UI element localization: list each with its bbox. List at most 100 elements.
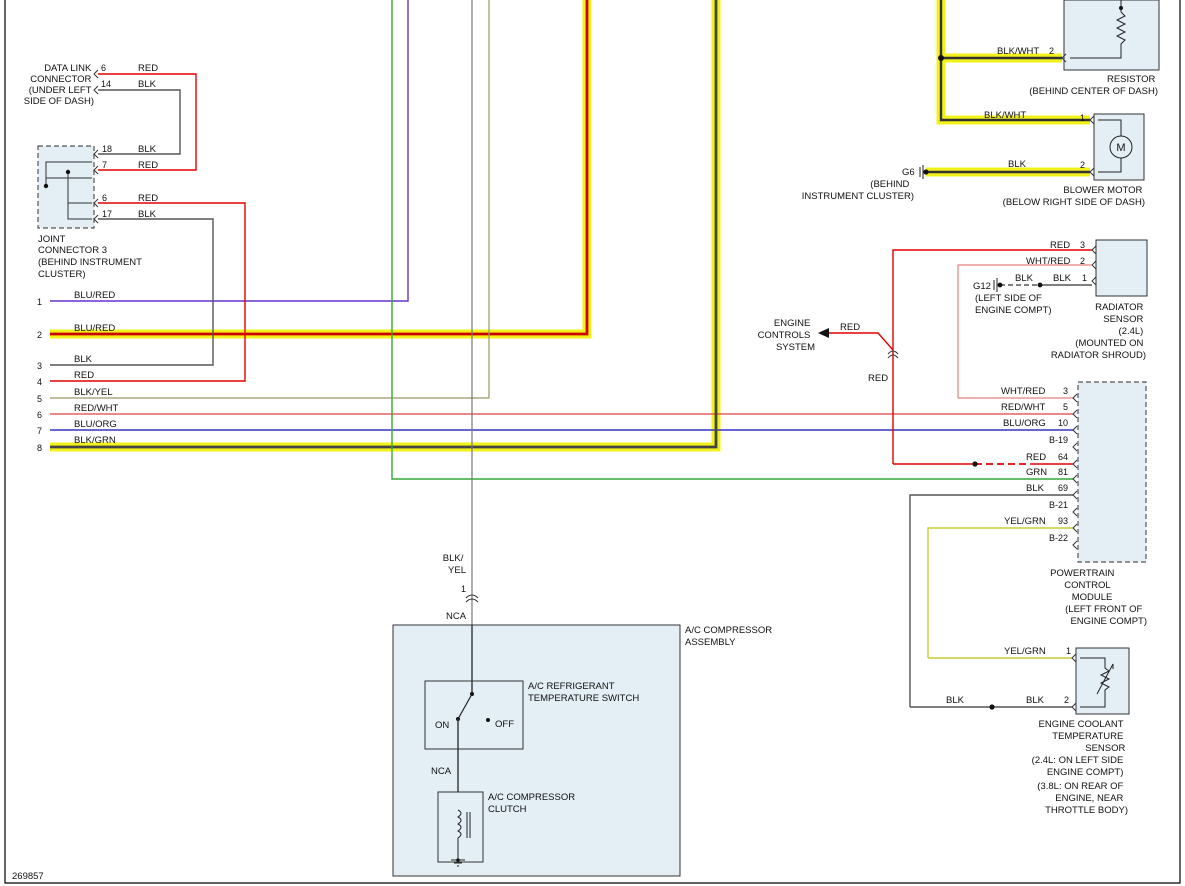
coolant-splice-wire: BLK [946, 695, 965, 706]
joint-connector-3: 18 BLK 7 RED 6 RED 17 BLK JOINT CONNECTO… [37, 144, 158, 280]
pcm-pin-81-num: 81 [1058, 467, 1068, 477]
left-harness [50, 0, 1073, 625]
coolant-pin-2-color: BLK [1026, 695, 1045, 706]
resistor-tap [1119, 6, 1123, 10]
ac-clutch-ground-node [456, 858, 460, 862]
harness-color-6: RED/WHT [74, 403, 119, 414]
ac-switch-on: ON [435, 720, 449, 731]
wire-red-radiator [892, 249, 1092, 464]
dlc-pin-14-num: 14 [101, 79, 111, 89]
jc-pin-18-color: BLK [138, 144, 157, 155]
wire-blk-pcm-69 [909, 494, 1073, 707]
pcm-pin-69-num: 69 [1058, 483, 1068, 493]
data-link-connector-terminals [93, 69, 99, 95]
ground-g12-label: (LEFT SIDE OF ENGINE COMPT) [975, 293, 1052, 316]
radiator-sensor: RED 3 WHT/RED 2 BLK 1 RADIATOR SENSOR (2… [892, 239, 1148, 464]
coolant-sensor-box [1075, 647, 1130, 715]
data-link-connector: DATA LINK CONNECTOR (UNDER LEFT SIDE OF … [24, 63, 158, 107]
ac-compressor-box [392, 624, 681, 877]
joint-connector-label: JOINT CONNECTOR 3 (BEHIND INSTRUMENT CLU… [38, 234, 144, 280]
harness-num-2: 2 [37, 330, 42, 340]
ac-switch-off: OFF [495, 719, 514, 730]
blower-pin-2-num: 2 [1080, 160, 1085, 170]
harness-num-4: 4 [37, 377, 42, 387]
ac-temp-switch-box [424, 680, 524, 750]
radiator-pin-2-num: 2 [1080, 256, 1085, 266]
blower-motor-terminals [1089, 115, 1095, 177]
jc-pin-17-color: BLK [138, 209, 157, 220]
blower-pin-2-color: BLK [1008, 159, 1027, 170]
resistor: BLK/WHT 2 RESISTOR (BEHIND CENTER OF DAS… [941, 0, 1160, 97]
pcm-pin-10-num: 10 [1058, 418, 1068, 428]
harness-color-1: BLU/RED [74, 290, 115, 301]
pcm-pin-3-num: 3 [1063, 386, 1068, 396]
harness-labels: 1 BLU/RED 2 BLU/RED 3 BLK 4 RED 5 BLK/YE… [37, 290, 119, 453]
blower-motor-leads [1098, 119, 1122, 173]
harness-color-5: BLK/YEL [74, 387, 113, 398]
harness-num-8: 8 [37, 443, 42, 453]
resistor-wire-color: BLK/WHT [997, 46, 1039, 57]
blower-pin-1-color: BLK/WHT [984, 110, 1026, 121]
radiator-pin-2-color: WHT/RED [1026, 256, 1070, 267]
radiator-sensor-box [1095, 239, 1148, 297]
figure-id: 269857 [12, 871, 44, 882]
jc-pin-6-num: 6 [102, 193, 107, 203]
wire-5-blk-yel [50, 0, 490, 399]
wire-grn-81 [391, 0, 1073, 480]
engine-controls-label: ENGINE CONTROLS SYSTEM [758, 318, 816, 353]
harness-num-5: 5 [37, 394, 42, 404]
radiator-splice [1037, 282, 1043, 288]
radiator-pin-1-num: 1 [1082, 273, 1087, 283]
diagram-frame [4, 0, 1181, 884]
coil-icon [457, 809, 471, 858]
harness-num-6: 6 [37, 410, 42, 420]
joint-connector-busbars [45, 161, 92, 220]
ground-g12-wire: BLK [1015, 273, 1034, 284]
blower-motor: M BLK/WHT 1 BLK 2 BLOWER MOTOR (BELOW RI… [938, 0, 1145, 208]
pcm-pin-81-color: GRN [1026, 467, 1047, 478]
wire-wht-red-radiator [957, 264, 1092, 398]
coolant-splice [989, 704, 995, 710]
pcm-pin-5-num: 5 [1063, 402, 1068, 412]
wire-4-red [50, 202, 246, 382]
harness-color-2: BLU/RED [74, 323, 115, 334]
ac-input-wire-label: BLK/ YEL [443, 553, 466, 576]
wire-blk-wht-blower [939, 0, 1090, 122]
resistor-terminal [1061, 53, 1067, 63]
harness-color-7: BLU/ORG [74, 419, 117, 430]
engine-coolant-temperature-sensor: YEL/GRN 1 BLK 2 BLK ENGINE COOLANT TEMPE… [910, 646, 1130, 816]
pcm-pin-3-color: WHT/RED [1001, 386, 1045, 397]
resistor-box [1063, 0, 1160, 71]
arrow-left-icon [818, 328, 829, 338]
wire-1-blu-red [50, 0, 409, 302]
engine-controls-system: RED RED ENGINE CONTROLS SYSTEM [758, 318, 899, 384]
data-link-connector-label: DATA LINK CONNECTOR (UNDER LEFT SIDE OF … [24, 63, 94, 107]
dlc-pin-6-num: 6 [101, 63, 106, 73]
ac-pin-num: 1 [461, 584, 466, 594]
pcm-pin-64-color: RED [1026, 452, 1046, 463]
powertrain-control-module: WHT/RED 3 RED/WHT 5 BLU/ORG 10 B-19 RED … [893, 381, 1147, 707]
inline-connector-icon [887, 350, 899, 359]
radiator-sensor-label: RADIATOR SENSOR (2.4L) (MOUNTED ON RADIA… [1051, 302, 1146, 361]
jc-pin-7-color: RED [138, 160, 158, 171]
ac-compressor-assembly: BLK/ YEL 1 NCA A/C COMPRESSOR ASSEMBLY O… [392, 553, 772, 877]
radiator-pin-3-num: 3 [1080, 240, 1085, 250]
ground-g12-id: G12 [973, 281, 991, 292]
harness-num-7: 7 [37, 426, 42, 436]
pcm-pin-64-num: 64 [1058, 452, 1068, 462]
pcm-pin-10-color: BLU/ORG [1003, 418, 1046, 429]
engine-controls-wire: RED [840, 322, 860, 333]
coolant-pin-2-num: 2 [1064, 695, 1069, 705]
switch-icon [457, 693, 473, 720]
thermistor-icon [1080, 657, 1114, 708]
coolant-sensor-terminals [1071, 653, 1077, 712]
harness-num-1: 1 [37, 297, 42, 307]
pcm-red-splice [972, 461, 978, 467]
radiator-pin-3-color: RED [1050, 240, 1070, 251]
harness-color-4: RED [74, 370, 94, 381]
highlighted-circuits [50, 0, 1090, 452]
coolant-pin-1-num: 1 [1066, 646, 1071, 656]
pcm-pin-b21-num: B-21 [1049, 500, 1068, 510]
ground-g12-symbol [993, 278, 998, 292]
